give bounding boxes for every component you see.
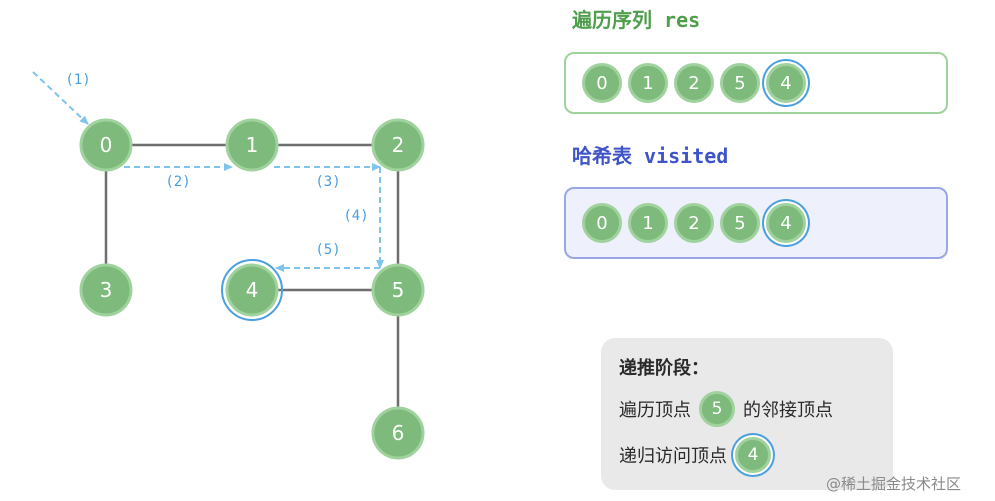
visited-item-1: 1 xyxy=(628,203,668,243)
node-label: 1 xyxy=(246,133,259,157)
node-label: 4 xyxy=(246,278,259,302)
watermark: @稀土掘金技术社区 xyxy=(826,475,962,493)
traversal-step-label-4: (4) xyxy=(343,208,368,224)
highlight-ring xyxy=(221,259,283,321)
visited-title: 哈希表 visited xyxy=(572,144,729,168)
traversal-step-label-3: (3) xyxy=(315,174,340,190)
step-card: 递推阶段： 遍历顶点 5 的邻接顶点 递归访问顶点 4 xyxy=(601,338,893,490)
node-circle xyxy=(371,406,425,460)
graph-node-0: 0 xyxy=(79,118,133,172)
res-item-2: 2 xyxy=(674,63,714,103)
traversal-step-label-1: (1) xyxy=(65,72,90,88)
graph-node-2: 2 xyxy=(371,118,425,172)
traversal-step-label-5: (5) xyxy=(315,242,340,258)
node-circle xyxy=(371,118,425,172)
node-label: 6 xyxy=(392,421,405,445)
graph-node-5: 5 xyxy=(371,263,425,317)
visited-item-3: 5 xyxy=(720,203,760,243)
node-label: 0 xyxy=(100,133,113,157)
step-row2-node: 4 xyxy=(735,437,771,473)
step-card-title: 递推阶段： xyxy=(619,358,709,379)
node-circle xyxy=(79,118,133,172)
node-circle xyxy=(225,118,279,172)
res-item-3: 5 xyxy=(720,63,760,103)
visited-item-4: 4 xyxy=(766,203,806,243)
node-label: 5 xyxy=(392,278,405,302)
visited-item-2: 2 xyxy=(674,203,714,243)
res-item-0: 0 xyxy=(582,63,622,103)
res-title: 遍历序列 res xyxy=(572,8,701,32)
node-label: 2 xyxy=(392,133,405,157)
step-row1-suffix: 的邻接顶点 xyxy=(743,400,833,421)
step-row-recurse: 递归访问顶点 4 xyxy=(619,432,875,478)
step-row1-node: 5 xyxy=(699,391,735,427)
graph-node-3: 3 xyxy=(79,263,133,317)
visited-item-0: 0 xyxy=(582,203,622,243)
node-circle xyxy=(225,263,279,317)
graph-node-4: 4 xyxy=(221,259,283,321)
node-circle xyxy=(79,263,133,317)
node-circle xyxy=(371,263,425,317)
node-label: 3 xyxy=(100,278,113,302)
step-row1-prefix: 遍历顶点 xyxy=(619,400,691,421)
step-row-traverse: 遍历顶点 5 的邻接顶点 xyxy=(619,386,875,432)
res-item-4: 4 xyxy=(766,63,806,103)
step-row2-prefix: 递归访问顶点 xyxy=(619,446,727,467)
graph-diagram: (1) (2) (3) (4) (5) 0 1 2 3 4 5 6 xyxy=(32,71,425,460)
traversal-arrow-1 xyxy=(32,71,89,125)
res-item-1: 1 xyxy=(628,63,668,103)
graph-node-6: 6 xyxy=(371,406,425,460)
traversal-step-label-2: (2) xyxy=(165,174,190,190)
graph-node-1: 1 xyxy=(225,118,279,172)
